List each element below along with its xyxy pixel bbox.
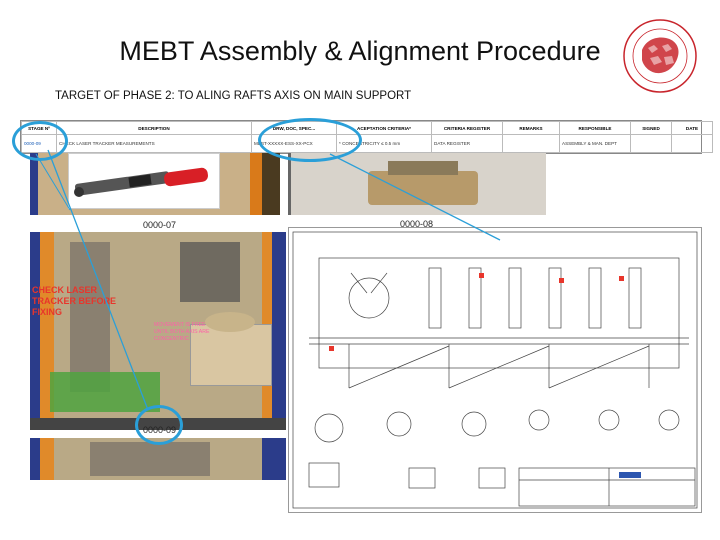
cell-description: CHECK LASER TRACKER MEASUREMENTS (56, 134, 252, 153)
col-description: DESCRIPTION (56, 121, 252, 135)
cad-image-top-right (288, 153, 546, 215)
col-responsible: RESPONSIBLE (559, 121, 631, 135)
col-signed: SIGNED (630, 121, 672, 135)
cell-remarks (502, 134, 560, 153)
cell-responsible: ASSEMBLY & MAN. DEPT (559, 134, 631, 153)
stage-label-0000-07: 0000-07 (143, 220, 177, 230)
highlight-stage-cell (12, 121, 68, 161)
col-remarks: REMARKS (502, 121, 560, 135)
ess-seal-logo (623, 19, 697, 93)
technical-drawing (288, 227, 702, 513)
movement-note: MOVEMENT IS FREE UNTIL BOTH AXIS ARE CON… (154, 322, 210, 342)
cad-image-bottom-left (30, 438, 286, 480)
slide-subtitle: TARGET OF PHASE 2: TO ALING RAFTS AXIS O… (55, 90, 412, 102)
highlight-drawing-cell (258, 118, 362, 162)
cell-date (671, 134, 713, 153)
torque-wrench-photo (68, 153, 220, 209)
slide-title: MEBT Assembly & Alignment Procedure (119, 36, 601, 66)
cell-signed (630, 134, 672, 153)
col-date: DATE (671, 121, 713, 135)
col-register: CRITERIA REGISTER (431, 121, 503, 135)
table-row: 0000-09 CHECK LASER TRACKER MEASUREMENTS… (21, 134, 713, 153)
highlight-stage-label (135, 405, 183, 445)
table-header-row: STAGE Nº DESCRIPTION DRW, DOC, SPEC... A… (21, 121, 713, 135)
cad-image-top-left (30, 153, 280, 215)
cell-register: DATA REGISTER (431, 134, 503, 153)
laser-tracker-note: CHECK LASER TRACKER BEFORE FIXING (32, 285, 117, 317)
